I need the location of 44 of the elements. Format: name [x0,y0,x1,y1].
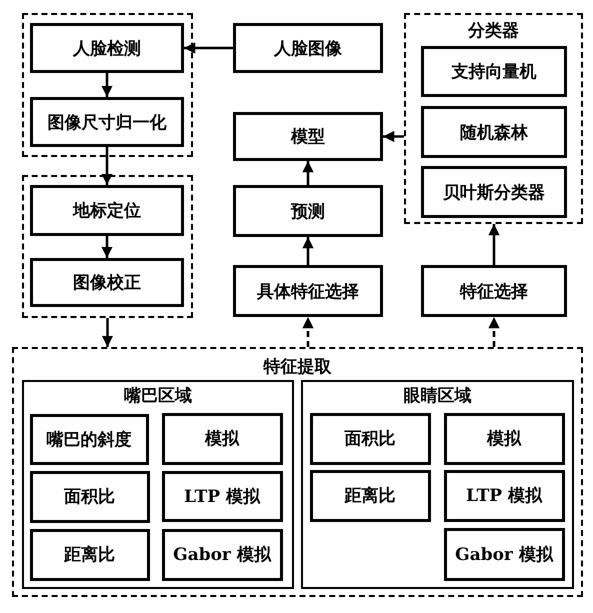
group-title: 嘴巴区域 [124,386,192,406]
process-box: 图像尺寸归一化 [30,97,184,147]
process-box: 地标定位 [30,185,184,236]
arrow [184,42,233,54]
arrow [302,237,314,265]
arrow [101,147,113,185]
process-box: 模型 [233,112,383,161]
process-box: 距离比 [310,470,430,522]
process-box: 人脸图像 [233,23,383,73]
arrow [383,130,404,142]
arrow [302,317,314,347]
region-box [301,380,574,589]
process-box: Gabor 模拟 [162,528,282,580]
arrow [101,73,113,97]
process-box: 贝叶斯分类器 [421,166,567,218]
process-box: 面积比 [30,470,150,522]
process-box: 支持向量机 [421,46,567,97]
process-box: 面积比 [310,412,430,464]
dashed-group-box [22,175,193,318]
process-box: 图像校正 [30,258,184,307]
group-title: 特征提取 [264,357,332,377]
process-box: 随机森林 [421,106,567,158]
group-title: 眼睛区域 [404,386,472,406]
region-box [22,380,294,589]
process-box: Gabor 模拟 [444,528,564,580]
process-box: 预测 [233,185,383,237]
arrow [101,236,113,258]
dashed-group-box [404,13,583,224]
process-box: LTP 模拟 [162,470,282,522]
process-box: 模拟 [162,412,282,464]
arrow [488,224,500,265]
process-box: 模拟 [444,412,564,464]
process-box: 人脸检测 [30,23,184,73]
process-box: LTP 模拟 [444,470,564,522]
process-box: 具体特征选择 [233,265,383,317]
arrow [488,317,500,347]
arrow [102,318,114,347]
process-box: 嘴巴的斜度 [30,414,148,464]
process-box: 特征选择 [421,265,567,317]
process-box: 距离比 [30,528,150,580]
arrow [302,161,314,185]
group-title: 分类器 [468,21,519,41]
dashed-group-box [22,13,193,157]
dashed-group-box [12,347,583,597]
